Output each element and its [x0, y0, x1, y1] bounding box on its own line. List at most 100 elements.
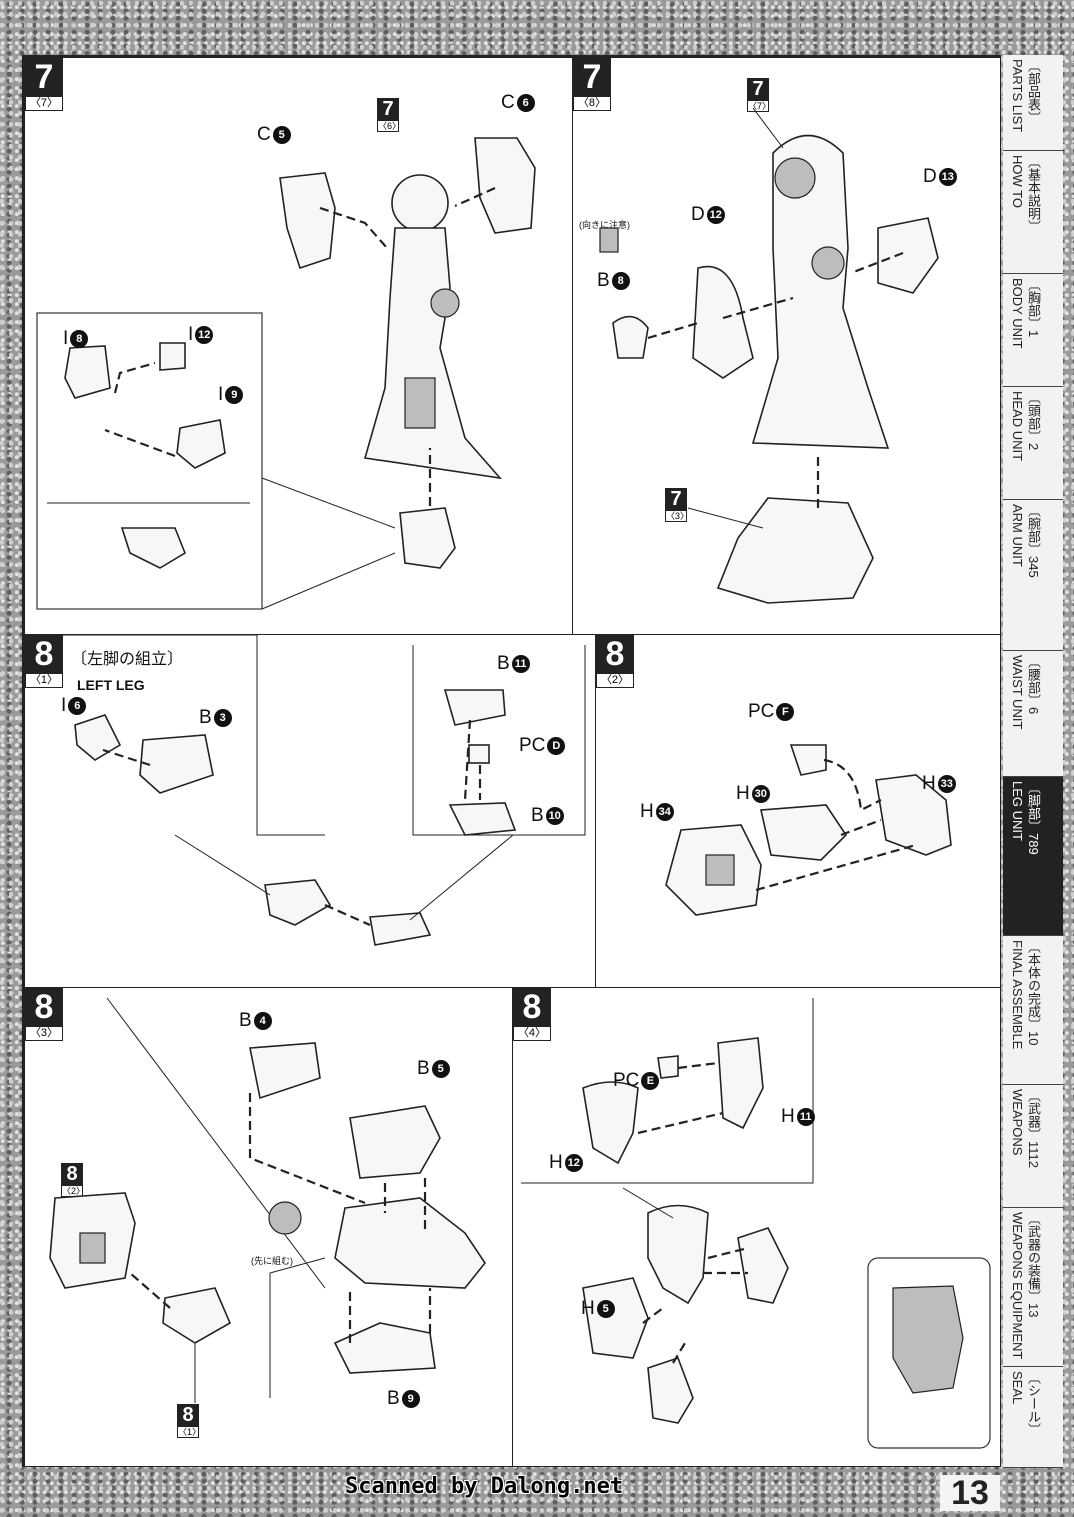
tab-label-en: LEG UNIT [1010, 781, 1025, 841]
part-number: 5 [431, 1060, 450, 1078]
ref-badge: 8 〈2〉 [61, 1163, 86, 1197]
ref-substep: 〈3〉 [665, 510, 690, 522]
step-number: 8 [25, 988, 63, 1026]
tab-label-en: SEAL [1010, 1371, 1025, 1405]
tab-label-jp: 〔基本説明〕 [1026, 155, 1041, 233]
tab-label-jp: 〔武器〕1112 [1026, 1089, 1041, 1168]
part-letter: PC [519, 735, 546, 756]
step-substep: 〈4〉 [513, 1026, 551, 1041]
tab-how-to[interactable]: 〔基本説明〕HOW TO [1003, 151, 1063, 274]
panel-step-8-3: 8 〈3〉 8 〈2〉 8 〈1〉 [24, 987, 514, 1467]
panel-step-8-4: 8 〈4〉 PCE H11 H12 H5 H4 I30 [512, 987, 1001, 1467]
tab-parts-list[interactable]: 〔部品表〕PARTS LIST [1003, 55, 1063, 151]
step-badge: 7 〈7〉 [25, 58, 63, 111]
part-number: 10 [545, 807, 564, 825]
scan-credit: Scanned by Dalong.net [345, 1474, 624, 1499]
part-letter: H [581, 1298, 595, 1319]
part-letter: I [188, 324, 194, 345]
tab-label-en: HEAD UNIT [1010, 391, 1025, 462]
part-number: 33 [937, 775, 956, 793]
part-number: 12 [706, 206, 725, 224]
part-letter: C [501, 92, 515, 113]
ref-number: 8 [177, 1404, 199, 1426]
part-number: 5 [596, 1300, 615, 1318]
tab-label-jp: 〔部品表〕 [1026, 59, 1041, 124]
part-letter: B [239, 1010, 252, 1031]
part-number: 6 [68, 697, 87, 715]
part-number: 12 [195, 326, 214, 344]
tab-label-en: HOW TO [1010, 155, 1025, 208]
tab-label-en: WAIST UNIT [1010, 655, 1025, 730]
step-substep: 〈2〉 [596, 673, 634, 688]
step-badge: 7 〈8〉 [573, 58, 611, 111]
part-letter: D [923, 166, 937, 187]
part-number: 4 [253, 1012, 272, 1030]
part-number: 34 [655, 803, 674, 821]
part-letter: H [922, 773, 936, 794]
step-number: 8 [513, 988, 551, 1026]
ref-substep: 〈1〉 [177, 1426, 202, 1438]
tab-label-jp: 〔シール〕 [1026, 1371, 1041, 1436]
part-letter: B [199, 707, 212, 728]
step-substep: 〈3〉 [25, 1026, 63, 1041]
tab-label-en: WEAPONS [1010, 1089, 1025, 1156]
step-number: 8 [25, 635, 63, 673]
part-number: E [641, 1072, 660, 1090]
tab-label-jp: 〔頭部〕2 [1026, 391, 1041, 451]
step-number: 8 [596, 635, 634, 673]
part-letter: B [531, 805, 544, 826]
instruction-sheet: 7 〈7〉 7 〈6〉 C [22, 55, 1001, 1467]
ref-substep: 〈7〉 [747, 100, 772, 112]
ref-substep: 〈2〉 [61, 1185, 86, 1197]
part-number: 30 [751, 785, 770, 803]
part-number: F [776, 703, 795, 721]
part-number: 11 [511, 655, 530, 673]
part-number: 9 [225, 386, 244, 404]
tab-label-en: ARM UNIT [1010, 504, 1025, 567]
panel-step-7-7: 7 〈7〉 7 〈6〉 C [24, 57, 574, 636]
part-letter: H [781, 1106, 795, 1127]
part-number: 5 [272, 126, 291, 144]
tab-label-en: PARTS LIST [1010, 59, 1025, 133]
step-badge: 8 〈3〉 [25, 988, 63, 1041]
step-7-7-illustration [36, 137, 536, 610]
tab-seal[interactable]: 〔シール〕SEAL [1003, 1367, 1063, 1468]
part-letter: B [497, 653, 510, 674]
part-letter: PC [613, 1070, 640, 1091]
step-number: 7 [573, 58, 611, 96]
part-number: D [547, 737, 566, 755]
assemble-first-note: (先に組む) [251, 1256, 293, 1266]
part-letter: C [257, 124, 271, 145]
ref-substep: 〈6〉 [377, 120, 402, 132]
step-substep: 〈8〉 [573, 96, 611, 111]
part-number: 8 [70, 330, 89, 348]
ref-badge: 7 〈3〉 [665, 488, 690, 522]
part-number: 6 [516, 94, 535, 112]
part-letter: H [549, 1152, 563, 1173]
